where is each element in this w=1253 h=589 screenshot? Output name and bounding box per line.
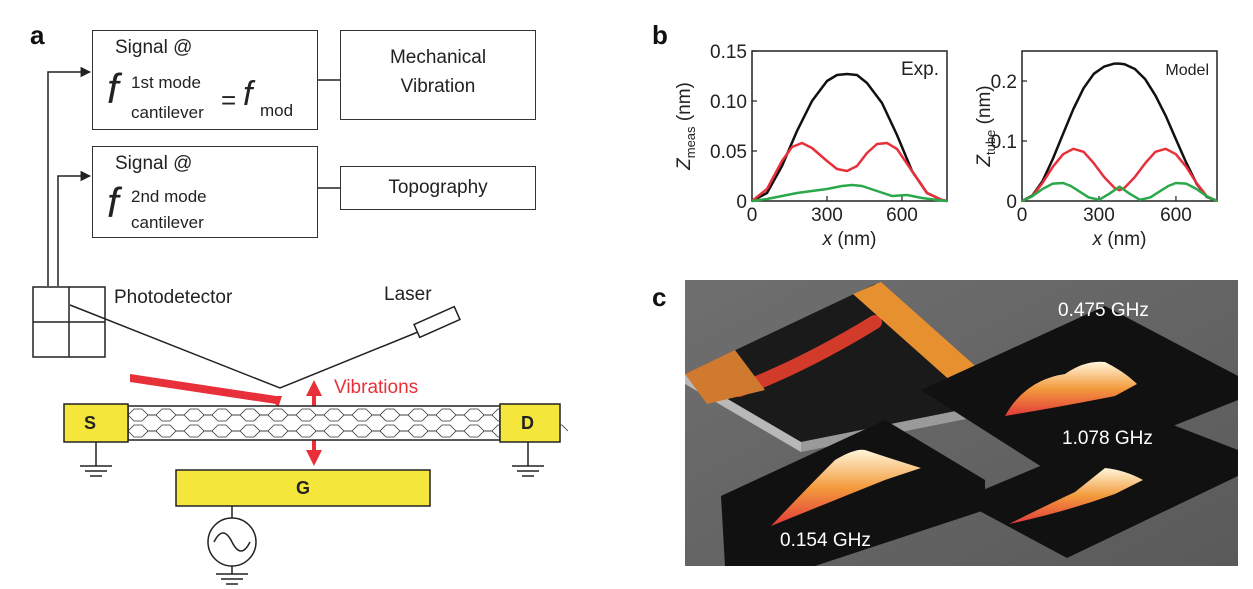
signal-2nd-mode-box: Signal @ f 2nd mode cantilever [92, 146, 318, 238]
freq-label-1078: 1.078 GHz [1062, 428, 1153, 449]
electrode-top [853, 282, 991, 392]
series-line-2 [751, 183, 948, 203]
f-symbol-1: f [107, 65, 119, 112]
topography-label: Topography [388, 177, 488, 198]
chart-model: 0 0.1 0.2 0 300 600 Model x (nm) Ztube (nm) [974, 50, 1218, 250]
cantilever-subscript-1: cantilever [131, 103, 204, 122]
afm-images-panel [685, 280, 1238, 566]
x-tick-label: 600 [1160, 205, 1192, 226]
chart-exp: 0 0.05 0.10 0.15 0 300 600 Exp. x (nm) Zmeas (nm) [674, 42, 948, 250]
panel-b-label: b [652, 20, 668, 50]
plot-frame [751, 50, 948, 202]
vibrations-label: Vibrations [334, 377, 419, 398]
vibration-label: Vibration [400, 76, 476, 97]
series-line-1 [751, 141, 948, 203]
first-mode-superscript: 1st mode [131, 73, 201, 92]
mode-map-0154 [721, 420, 985, 566]
x-axis-label: x (nm) [1092, 229, 1147, 250]
series-line-1 [1021, 147, 1218, 203]
laser-label: Laser [384, 284, 432, 305]
y-axis-label: Ztube (nm) [974, 85, 998, 167]
topography-box: Topography [340, 166, 536, 210]
x-tick-label: 300 [811, 205, 843, 226]
x-tick-label: 0 [1017, 205, 1028, 226]
source-pad-label: S [84, 413, 97, 433]
gate-pad-label: G [296, 478, 311, 498]
series-line-0 [1021, 62, 1218, 203]
mechanical-vibration-box: Mechanical Vibration [340, 30, 536, 120]
x-tick-label: 0 [747, 205, 758, 226]
inset-label: Model [1165, 62, 1209, 79]
y-tick-label: 0.15 [710, 42, 747, 63]
series-line-2 [1021, 181, 1218, 203]
y-tick-label: 0 [1006, 192, 1017, 213]
f-symbol-2: f [107, 179, 119, 226]
second-mode-superscript: 2nd mode [131, 187, 207, 206]
y-tick-label: 0 [736, 192, 747, 213]
equals-sign: = [221, 85, 237, 115]
cantilever-subscript-2: cantilever [131, 213, 204, 232]
freq-label-0475: 0.475 GHz [1058, 300, 1149, 321]
y-tick-label: 0.10 [710, 92, 747, 113]
mechanical-label: Mechanical [389, 47, 487, 68]
y-tick-label: 0.05 [710, 142, 747, 163]
plot-frame [1021, 50, 1218, 202]
signal-1st-mode-box: Signal @ f 1st mode cantilever = f mod [92, 30, 318, 130]
x-tick-label: 300 [1083, 205, 1115, 226]
x-axis-label: x (nm) [822, 229, 877, 250]
panel-a-label: a [30, 20, 45, 50]
panel-c-label: c [652, 282, 667, 312]
f-symbol-mod: f [243, 75, 253, 113]
mod-subscript: mod [260, 101, 294, 120]
signal-1st-label: Signal @ [115, 37, 193, 58]
topography-image [685, 284, 991, 442]
freq-label-0154: 0.154 GHz [780, 530, 871, 551]
series-line-0 [751, 72, 948, 203]
inset-label: Exp. [901, 59, 939, 80]
y-tick-label: 0.1 [991, 132, 1017, 153]
x-tick-label: 600 [886, 205, 918, 226]
drain-pad-label: D [521, 413, 534, 433]
signal-2nd-label: Signal @ [115, 153, 193, 174]
y-tick-label: 0.2 [991, 72, 1017, 93]
y-axis-label: Zmeas (nm) [674, 82, 698, 171]
photodetector-label: Photodetector [114, 287, 233, 308]
